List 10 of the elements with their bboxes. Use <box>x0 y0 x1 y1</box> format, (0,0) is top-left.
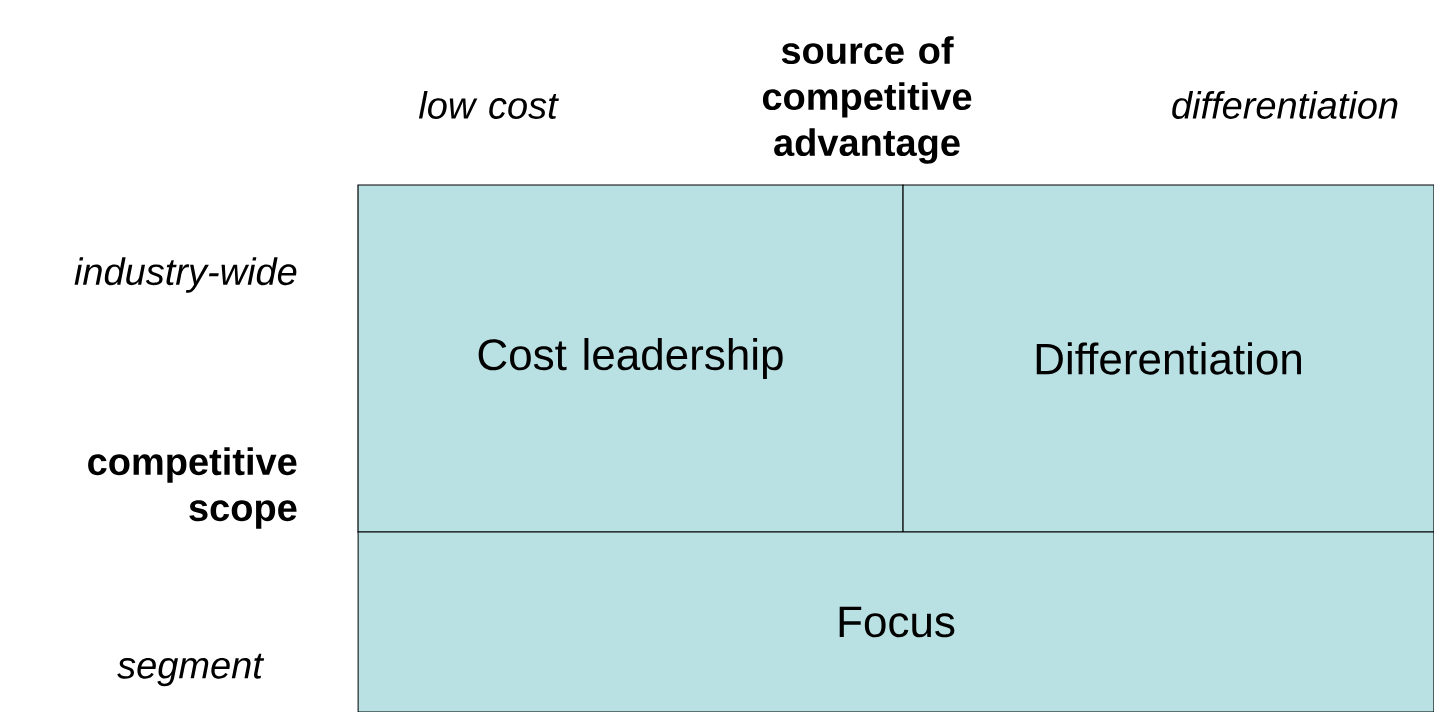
strategy-box: Focus <box>357 531 1434 712</box>
axis-label: industry-wide <box>74 257 297 293</box>
axis-label: competitive scope <box>88 447 297 529</box>
node-label: Differentiation <box>1036 342 1301 375</box>
axis-label: source of competitive advantage <box>762 36 972 164</box>
axis-label: segment <box>117 653 265 687</box>
strategy-box: Differentiation <box>902 184 1434 533</box>
axis-label: differentiation <box>1172 91 1398 119</box>
axis-label: low cost <box>418 91 559 119</box>
strategy-box: Cost leadership <box>357 184 904 533</box>
